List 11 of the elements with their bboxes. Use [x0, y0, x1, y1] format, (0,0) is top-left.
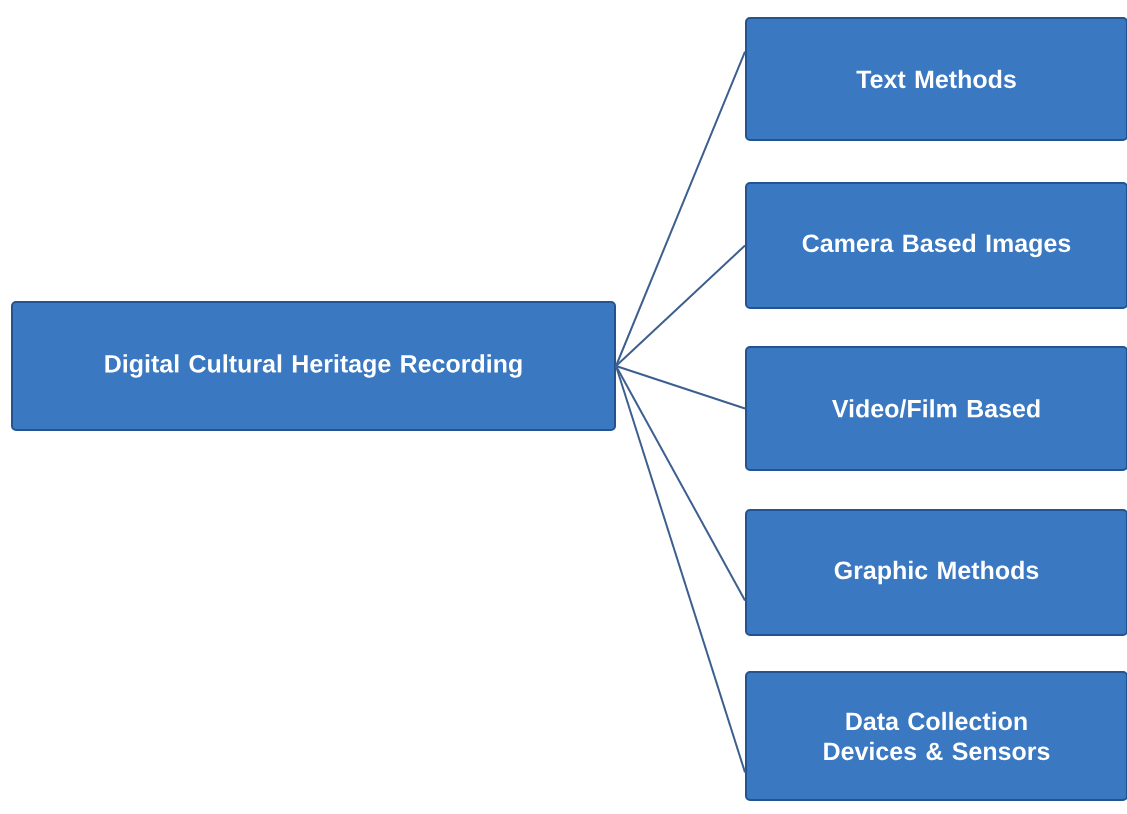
- root-box: Digital Cultural Heritage Recording: [11, 301, 616, 431]
- category-box: Camera Based Images: [745, 182, 1127, 309]
- connector-line: [615, 365, 746, 774]
- connector-line: [615, 50, 746, 367]
- category-box: Graphic Methods: [745, 509, 1127, 636]
- connector-line: [615, 244, 746, 367]
- category-box: Data Collection Devices & Sensors: [745, 671, 1127, 801]
- connector-line: [615, 365, 746, 602]
- category-box: Text Methods: [745, 17, 1127, 141]
- connector-line: [615, 365, 746, 410]
- category-box: Video/Film Based: [745, 346, 1127, 471]
